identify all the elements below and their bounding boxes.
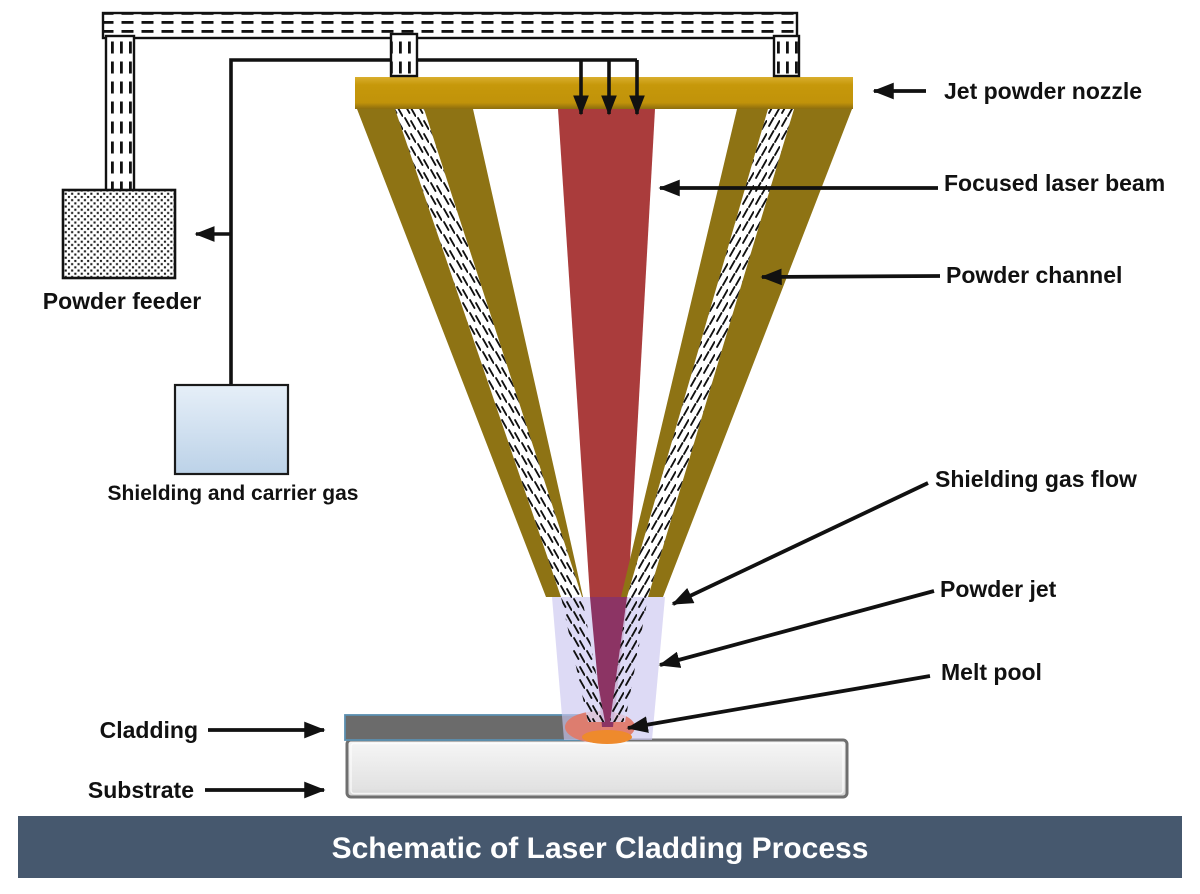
powder-supply-tube-vertical	[104, 34, 136, 194]
laser-beam-upper	[558, 109, 655, 597]
powder-channel-label: Powder channel	[946, 262, 1122, 288]
powder-jet-arrow	[658, 589, 935, 668]
powder-feeder-label: Powder feeder	[43, 288, 202, 314]
carrier-gas-line	[229, 58, 637, 385]
jet-powder-nozzle-head	[355, 77, 853, 109]
powder-channel-right-hatch	[627, 109, 794, 597]
melt-pool-hot-zone	[582, 730, 632, 744]
substrate-highlight	[350, 742, 844, 795]
powder-jet-label: Powder jet	[940, 576, 1057, 602]
title-banner	[18, 816, 1182, 878]
powder-channel-arrow	[760, 268, 941, 286]
cladding-label: Cladding	[100, 717, 198, 743]
shielding-gas-box	[173, 383, 290, 476]
shielding-gas-flow-arrow	[671, 481, 929, 606]
shielding-carrier-gas-label: Shielding and carrier gas	[108, 482, 359, 505]
substrate-label: Substrate	[88, 777, 194, 803]
cladding-layer	[344, 714, 601, 741]
diagram-title: Schematic of Laser Cladding Process	[332, 832, 869, 865]
powder-supply-tube-horizontal	[101, 11, 799, 40]
powder-jet-left-hatch	[561, 597, 605, 722]
melt-pool-arrow	[626, 674, 931, 733]
nozzle-connector-left	[389, 32, 419, 78]
jet-powder-nozzle-label: Jet powder nozzle	[944, 78, 1142, 104]
nozzle-connector-right	[772, 34, 801, 78]
shielding-gas-flow-label: Shielding gas flow	[935, 466, 1137, 492]
melt-pool-label: Melt pool	[941, 659, 1042, 685]
powder-jet-right-hatch	[610, 597, 648, 722]
powder-channel-left-hatch	[395, 109, 582, 597]
powder-feeder-box	[61, 188, 177, 280]
substrate-block	[345, 738, 849, 799]
focused-laser-beam-label: Focused laser beam	[944, 170, 1165, 196]
